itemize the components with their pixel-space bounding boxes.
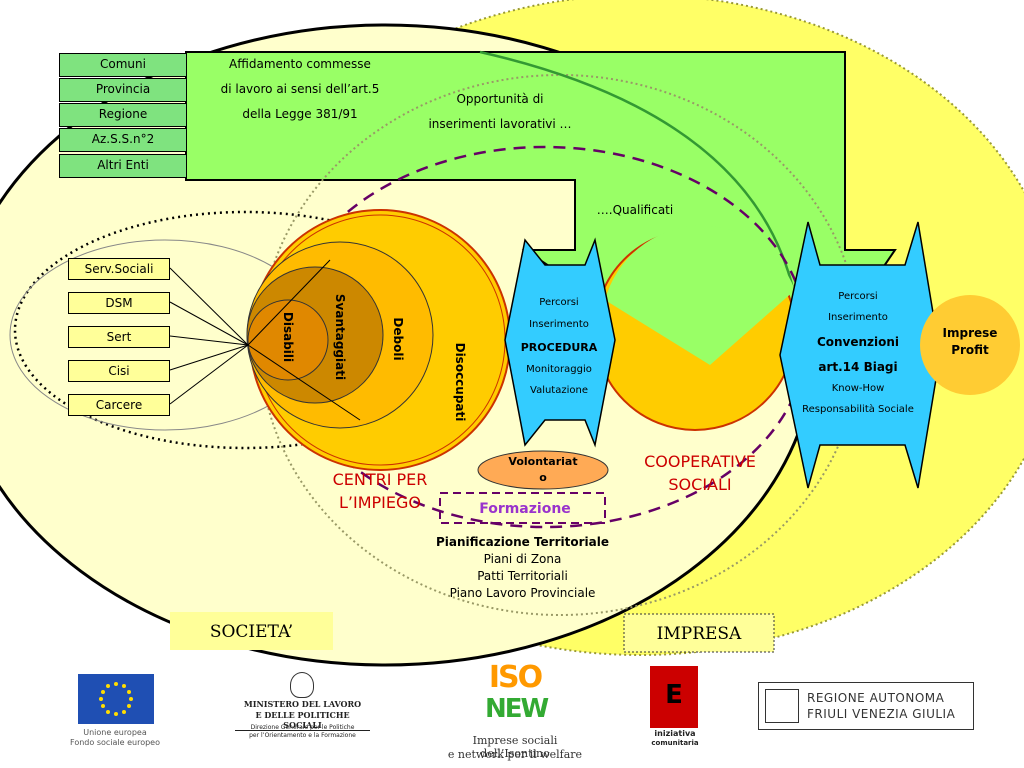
ring-label-disoccupati: Disoccupati [453, 342, 467, 422]
procedura-line-3: PROCEDURA [520, 341, 598, 354]
regione-eagle-icon [765, 689, 799, 723]
isonew-mark-1: ISO [488, 660, 543, 695]
service-fan-lines [247, 259, 361, 421]
eu-logo: Unione europea Fondo sociale europeo [60, 672, 170, 752]
volontariato-line-2: o [539, 471, 547, 484]
regione-line-2: FRIULI VENEZIA GIULIA [807, 707, 956, 721]
entity-regione: Regione [59, 103, 187, 127]
procedura-line-5: Valutazione [530, 385, 588, 396]
equal-caption-1: iniziativa [654, 729, 696, 738]
ministero-line-1: MINISTERO DEL LAVORO [243, 699, 362, 709]
societa-label-box [170, 612, 333, 650]
ring-disabili [247, 299, 329, 381]
cooperative-green-top [605, 225, 795, 365]
ring-label-disabili: Disabili [281, 311, 295, 363]
pianificazione-item-2: Patti Territoriali [477, 569, 568, 583]
convenzioni-line-4: art.14 Biagi [818, 360, 898, 374]
isonew-logo: ISO NEW Imprese sociali dell’Isontino e … [440, 652, 590, 764]
procedura-line-4: Monitoraggio [526, 364, 592, 375]
service-dsm: DSM [68, 292, 170, 314]
affidamento-line-3: della Legge 381/91 [242, 107, 358, 121]
convenzioni-line-6: Responsabilità Sociale [802, 404, 914, 415]
centri-impiego-line-2: L’IMPIEGO [339, 493, 421, 512]
imprese-profit-line-1: Imprese [942, 326, 998, 340]
convenzioni-arrow [779, 221, 941, 489]
equal-letter: E [665, 680, 683, 710]
opportunita-line-1: Opportunità di [456, 92, 544, 106]
eu-caption-1: Unione europea [83, 728, 147, 737]
affidamento-line-2: di lavoro ai sensi dell’art.5 [220, 82, 380, 96]
procedura-arrow [504, 237, 616, 448]
regione-logo: REGIONE AUTONOMA FRIULI VENEZIA GIULIA [758, 682, 974, 730]
imprese-profit-line-2: Profit [951, 343, 989, 357]
service-cisi: Cisi [68, 360, 170, 382]
convenzioni-line-3: Convenzioni [816, 335, 900, 349]
opportunita-line-2: inserimenti lavorativi … [428, 117, 572, 131]
convenzioni-line-5: Know-How [831, 383, 885, 394]
service-serv-sociali: Serv.Sociali [68, 258, 170, 280]
service-sert: Sert [68, 326, 170, 348]
service-connector-lines [169, 267, 249, 405]
equal-logo: E iniziativa comunitaria [645, 666, 705, 752]
cooperative-line-2: SOCIALI [668, 475, 732, 494]
entity-comuni: Comuni [59, 53, 187, 77]
isonew-mark-2: NEW [485, 694, 549, 724]
impresa-label-box [623, 613, 775, 653]
pianificazione-title: Pianificazione Territoriale [435, 535, 609, 549]
equal-caption-2: comunitaria [651, 739, 699, 747]
ministero-line-2: E DELLE POLITICHE SOCIALI [235, 710, 370, 731]
equal-badge [650, 666, 698, 728]
formazione-label: Formazione [479, 501, 571, 517]
eu-caption-2: Fondo sociale europeo [70, 738, 160, 747]
service-carcere: Carcere [68, 394, 170, 416]
ministero-emblem-icon [290, 672, 314, 698]
regione-line-1: REGIONE AUTONOMA [807, 691, 945, 705]
cooperative-line-1: COOPERATIVE [644, 452, 756, 471]
entity-provincia: Provincia [59, 78, 187, 102]
convenzioni-line-1: Percorsi [838, 291, 878, 302]
affidamento-line-1: Affidamento commesse [229, 57, 371, 71]
ring-label-svantaggiati: Svantaggiati [333, 293, 347, 381]
pianificazione-item-3: Piano Lavoro Provinciale [449, 586, 596, 600]
impresa-label: IMPRESA [656, 624, 742, 644]
isonew-caption-1: Imprese sociali dell’Isontino [472, 734, 558, 760]
ministero-line-4: per l’Orientamento e la Formazione [249, 732, 356, 739]
entity-azss: Az.S.S.n°2 [59, 128, 187, 152]
qualificati-label: ….Qualificati [596, 203, 674, 217]
eu-flag [78, 674, 154, 724]
procedura-line-1: Percorsi [539, 297, 579, 308]
isonew-caption-2: e network per il welfare [447, 748, 583, 761]
green-arc [479, 50, 802, 331]
convenzioni-line-2: Inserimento [828, 312, 888, 323]
ring-label-deboli: Deboli [391, 317, 405, 361]
pianificazione-item-1: Piani di Zona [483, 552, 562, 566]
societa-label: SOCIETA’ [209, 622, 294, 642]
ministero-line-3: Direzione Generale per le Politiche [250, 724, 355, 731]
ministero-logo: MINISTERO DEL LAVORO E DELLE POLITICHE S… [235, 672, 370, 752]
centri-impiego-line-1: CENTRI PER [332, 470, 428, 489]
volontariato-ellipse [477, 450, 609, 490]
entity-altri-enti: Altri Enti [59, 154, 187, 178]
eu-stars-icon [99, 682, 133, 716]
formazione-box [439, 492, 606, 524]
volontariato-line-1: Volontariat [508, 455, 578, 468]
procedura-line-2: Inserimento [529, 319, 589, 330]
imprese-profit-circle [920, 295, 1020, 395]
